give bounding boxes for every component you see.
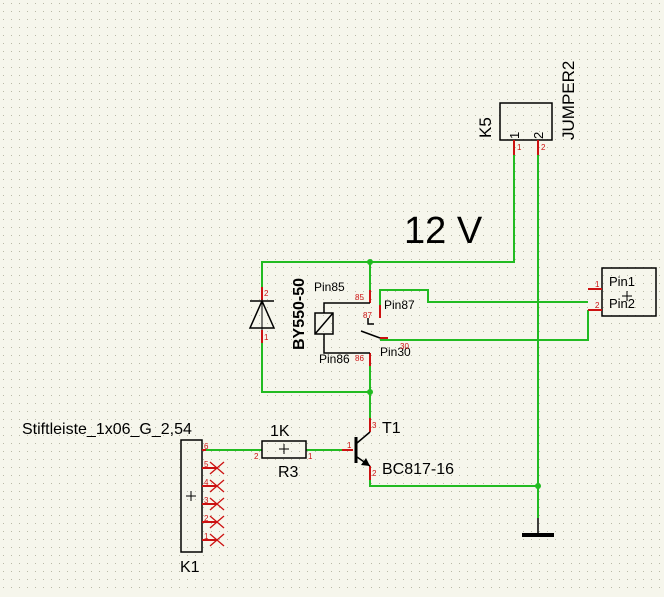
resistor-value: 1K xyxy=(270,423,290,440)
output-pin2-label: Pin2 xyxy=(609,296,635,311)
output-pin2-num: 2 xyxy=(595,301,600,310)
relay-coil-wire-2 xyxy=(323,334,370,354)
resistor-r3[interactable]: 1K R3 2 1 xyxy=(254,423,313,481)
relay-coil-diag xyxy=(314,312,334,335)
transistor-ref: T1 xyxy=(382,420,401,437)
diode-pin1-num: 1 xyxy=(264,333,269,342)
junction-diode-anode xyxy=(367,389,373,395)
relay-contact-arm xyxy=(360,330,381,339)
wire-12v-jumper[interactable] xyxy=(261,155,515,295)
relay-87-num: 87 xyxy=(363,311,372,320)
junction-ground xyxy=(535,483,541,489)
jumper-pin1-label: 1 xyxy=(507,132,522,139)
relay-coil-wire xyxy=(323,302,370,313)
transistor-value: BC817-16 xyxy=(382,461,454,478)
output-pin1-label: Pin1 xyxy=(609,274,635,289)
resistor-pin1-num: 1 xyxy=(308,452,313,461)
relay-value: BY550-50 xyxy=(291,278,308,350)
jumper-body xyxy=(499,102,553,141)
header-pins: 6 5 4 3 2 1 xyxy=(202,442,225,547)
relay-pin30-label: Pin30 xyxy=(380,345,411,359)
relay-contact xyxy=(367,318,374,325)
header-body xyxy=(180,439,203,553)
relay-30-num: 30 xyxy=(400,342,409,351)
header-pin-number: 1 xyxy=(204,532,209,541)
voltage-annotation: 12 V xyxy=(404,210,483,252)
junction-12v xyxy=(367,259,373,265)
no-connect-mark xyxy=(209,497,225,511)
flyback-diode[interactable]: 2 1 xyxy=(248,287,276,343)
transistor-pin-c: 3 xyxy=(372,421,377,430)
relay[interactable]: Pin85 Pin86 Pin87 Pin30 85 86 87 30 xyxy=(314,280,415,366)
no-connect-mark xyxy=(209,479,225,493)
jumper-k5[interactable]: 1 2 K5 JUMPER2 1 2 xyxy=(476,61,578,155)
jumper-ref: K5 xyxy=(476,117,495,138)
header-k1[interactable]: Stiftleiste_1x06_G_2,54 K1 6 5 4 3 2 1 xyxy=(22,421,225,576)
diode-pin2-num: 2 xyxy=(264,289,269,298)
jumper-pin2-num: 2 xyxy=(541,143,546,152)
header-value: Stiftleiste_1x06_G_2,54 xyxy=(22,421,192,438)
header-pin-number: 4 xyxy=(204,478,209,487)
header-pin-number: 5 xyxy=(204,460,209,469)
header-pin-number: 3 xyxy=(204,496,209,505)
wire-diode-anode[interactable] xyxy=(261,340,370,393)
transistor-t1[interactable]: T1 BC817-16 3 1 2 xyxy=(342,418,454,480)
resistor-pin2-num: 2 xyxy=(254,452,259,461)
wire-emitter-ground[interactable] xyxy=(369,480,538,487)
header-ref: K1 xyxy=(180,559,200,576)
jumper-value: JUMPER2 xyxy=(559,61,578,140)
transistor-emitter-arrow xyxy=(361,458,370,466)
relay-coil xyxy=(314,312,334,335)
transistor-pin-e: 2 xyxy=(372,469,377,478)
relay-85-num: 85 xyxy=(355,293,364,302)
junctions xyxy=(367,259,541,489)
no-connect-mark xyxy=(209,533,225,547)
wire-pin30-out[interactable] xyxy=(380,310,589,341)
resistor-ref: R3 xyxy=(278,464,299,481)
relay-86-num: 86 xyxy=(355,354,364,363)
relay-pin85-label: Pin85 xyxy=(314,280,345,294)
transistor-collector xyxy=(356,431,371,444)
output-connector[interactable]: Pin1 Pin2 1 2 xyxy=(588,267,657,317)
relay-pin87-label: Pin87 xyxy=(384,298,415,312)
jumper-pin1-num: 1 xyxy=(517,143,522,152)
ground-symbol[interactable] xyxy=(522,518,554,537)
output-connector-body xyxy=(601,267,657,317)
no-connect-mark xyxy=(209,461,225,475)
transistor-pin-b: 1 xyxy=(347,441,352,450)
wire-pin87-out[interactable] xyxy=(379,289,588,305)
output-pin1-num: 1 xyxy=(595,280,600,289)
relay-pin86-label: Pin86 xyxy=(319,352,350,366)
wires xyxy=(206,155,589,518)
header-pin-number: 2 xyxy=(204,514,209,523)
no-connect-mark xyxy=(209,515,225,529)
resistor-body xyxy=(261,440,307,459)
header-pin-number: 6 xyxy=(204,442,209,451)
jumper-pin2-label: 2 xyxy=(531,132,546,139)
